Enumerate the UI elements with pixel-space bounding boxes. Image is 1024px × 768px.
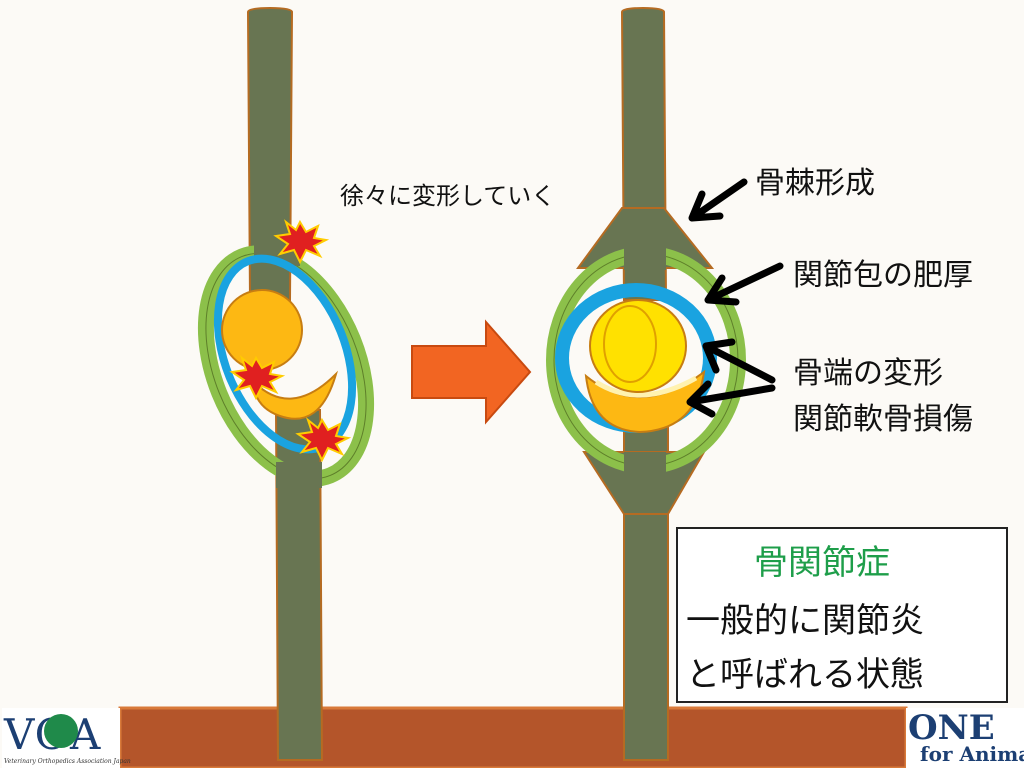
- voa-logo-subtitle: Veterinary Orthopedics Association Japan: [4, 758, 131, 765]
- progression-arrow: [412, 322, 530, 422]
- definition-title: 骨関節症: [754, 535, 890, 584]
- capsule-thickening-label: 関節包の肥厚: [793, 250, 973, 294]
- capsule-gap-bottom-right: [624, 452, 666, 476]
- one-logo-subtitle: for Animals: [920, 742, 1024, 766]
- arrow-osteophyte: [692, 182, 744, 218]
- normal-joint: [175, 8, 397, 760]
- femoral-head-left: [222, 290, 302, 370]
- definition-line-1: 一般的に関節炎: [686, 593, 924, 642]
- cartilage-damage-label: 関節軟骨損傷: [793, 394, 973, 438]
- tree-icon: [44, 714, 78, 748]
- progression-label: 徐々に変形していく: [340, 176, 555, 211]
- capsule-gap-top-right: [624, 246, 666, 270]
- voa-logo: VOA Veterinary Orthopedics Association J…: [2, 708, 120, 768]
- one-for-animals-logo: ONE for Animals: [906, 708, 1024, 768]
- osteophyte-label: 骨棘形成: [755, 158, 875, 202]
- bone-end-deformation-label: 骨端の変形: [793, 348, 943, 392]
- arrow-capsule: [708, 266, 780, 302]
- capsule-gap-bottom-left: [276, 462, 322, 488]
- definition-line-2: と呼ばれる状態: [686, 647, 924, 696]
- definition-box: 骨関節症 一般的に関節炎 と呼ばれる状態: [676, 527, 1008, 703]
- ground-bar: [120, 708, 906, 768]
